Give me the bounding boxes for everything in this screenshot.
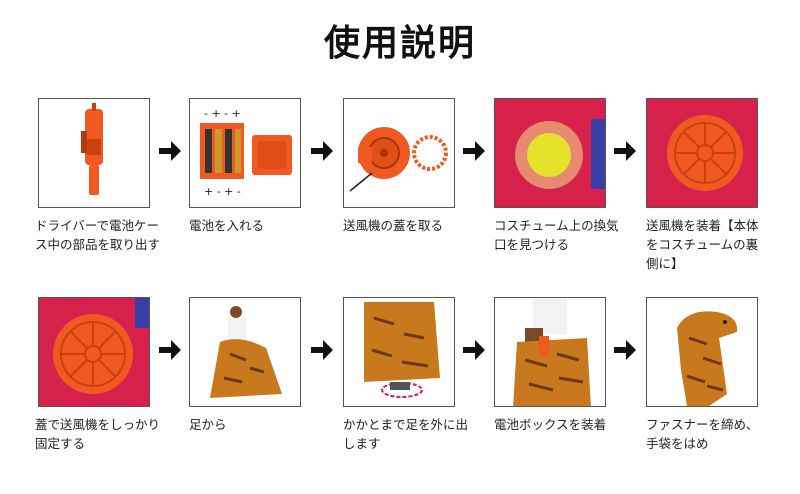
heels-out-image bbox=[343, 297, 455, 407]
step-caption: コスチューム上の換気口を見つける bbox=[494, 216, 620, 254]
step-caption: 蓋で送風機をしっかり固定する bbox=[35, 415, 165, 453]
step-caption: 送風機を装着【本体をコスチュームの裏側に】 bbox=[646, 216, 764, 273]
step-caption: 足から bbox=[189, 415, 315, 434]
arrow-right-icon bbox=[309, 337, 335, 363]
step-caption: 電池ボックスを装着 bbox=[494, 415, 620, 434]
fan-attach-image bbox=[646, 98, 758, 208]
battery-insert-image: - + - + + - + - bbox=[189, 98, 301, 208]
zip-up-image bbox=[646, 297, 758, 407]
legs-in-image bbox=[189, 297, 301, 407]
arrow-right-icon bbox=[309, 138, 335, 164]
arrow-right-icon bbox=[461, 337, 487, 363]
step-caption: 電池を入れる bbox=[189, 216, 315, 235]
step-caption: かかとまで足を外に出します bbox=[343, 415, 469, 453]
battery-polarity-top: - + - + bbox=[204, 107, 241, 120]
blower-fan-image bbox=[343, 98, 455, 208]
battery-box-image bbox=[494, 297, 606, 407]
page-title: 使用説明 bbox=[0, 14, 800, 66]
arrow-right-icon bbox=[157, 337, 183, 363]
arrow-right-icon bbox=[157, 138, 183, 164]
step-caption: ドライバーで電池ケース中の部品を取り出す bbox=[35, 216, 165, 254]
battery-case-image bbox=[38, 98, 150, 208]
steps-row-1: - + - + + - + - bbox=[0, 98, 800, 208]
arrow-right-icon bbox=[612, 138, 638, 164]
arrow-right-icon bbox=[461, 138, 487, 164]
step-caption: 送風機の蓋を取る bbox=[343, 216, 469, 235]
step-caption: ファスナーを締め、手袋をはめ bbox=[646, 415, 764, 453]
fan-fix-image bbox=[38, 297, 150, 407]
vent-image bbox=[494, 98, 606, 208]
steps-row-2 bbox=[0, 297, 800, 407]
battery-polarity-bottom: + - + - bbox=[204, 185, 241, 198]
arrow-right-icon bbox=[612, 337, 638, 363]
